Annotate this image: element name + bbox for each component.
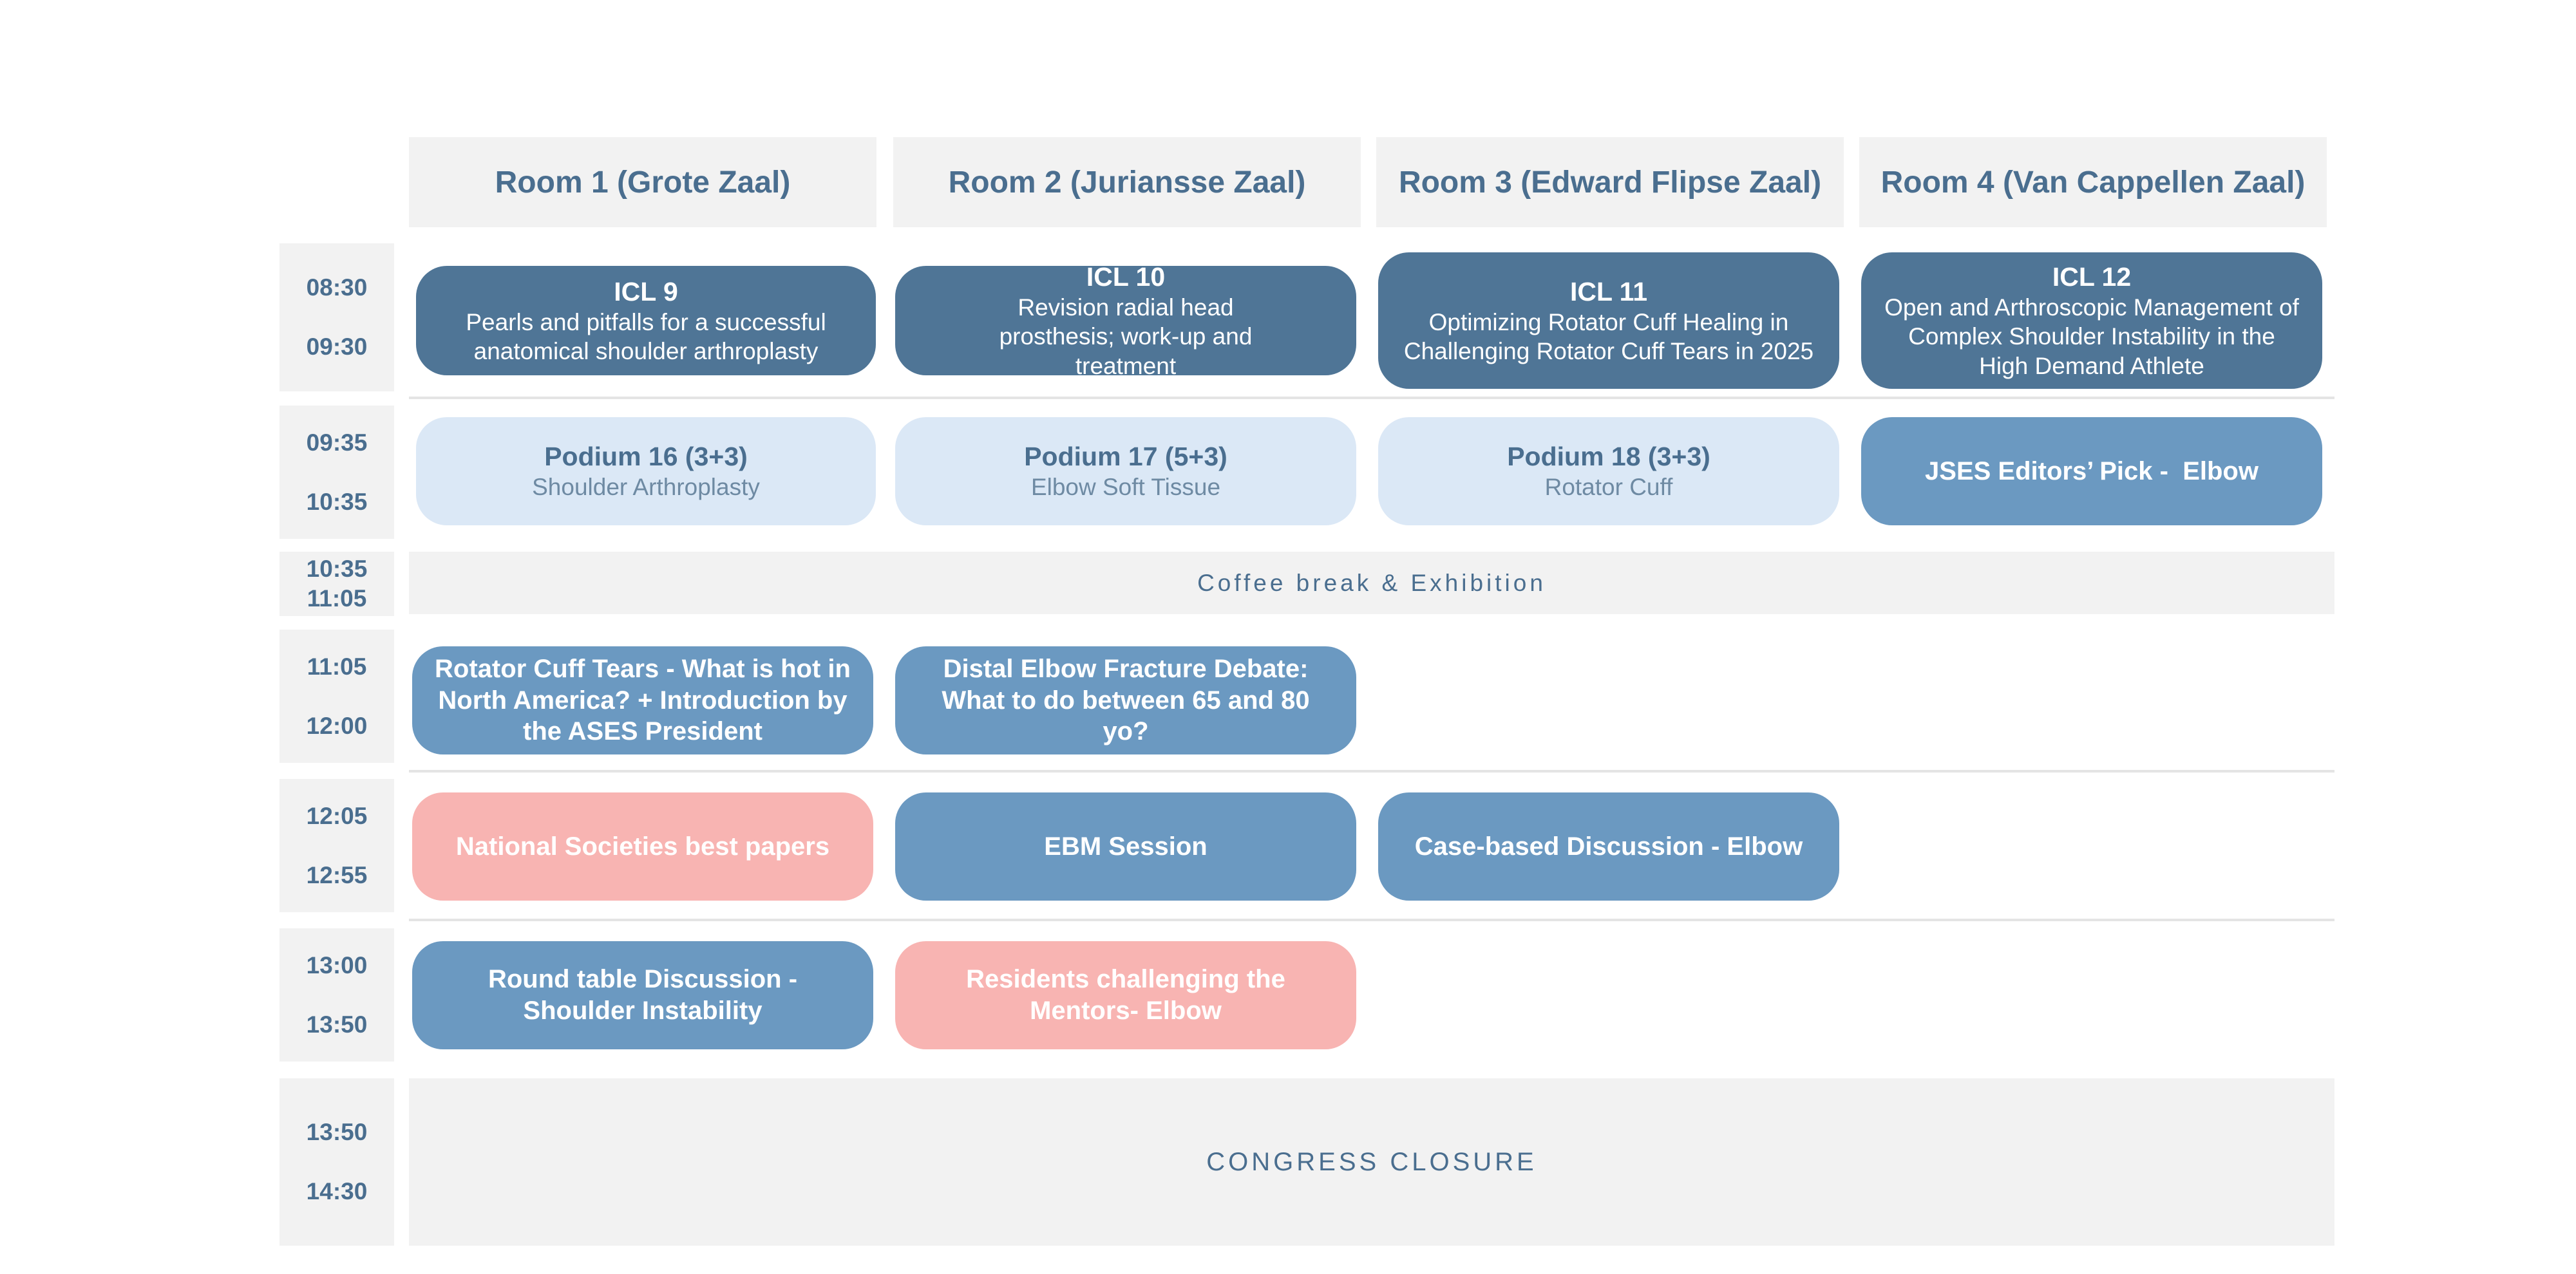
coffee-break-band: Coffee break & Exhibition: [409, 552, 2334, 614]
session-title: Podium 18 (3+3): [1507, 442, 1710, 472]
session-title: Round table Discussion - Shoulder Instab…: [488, 965, 798, 1025]
session-national-societies[interactable]: National Societies best papers: [412, 792, 873, 901]
time-slot-1350: 13:50 14:30: [279, 1078, 394, 1246]
session-title: ICL 10: [1086, 262, 1166, 292]
session-subtitle: Rotator Cuff: [1544, 474, 1673, 501]
session-subtitle: Pearls and pitfalls for a successful ana…: [466, 308, 826, 364]
time-start: 08:30: [306, 274, 368, 301]
time-end: 12:00: [306, 712, 368, 739]
session-subtitle: Revision radial head prosthesis; work-up…: [999, 294, 1253, 379]
time-end: 14:30: [306, 1178, 368, 1204]
session-title: EBM Session: [1044, 832, 1208, 861]
row-separator: [409, 770, 2334, 773]
time-slot-1035: 10:35 11:05: [279, 552, 394, 616]
session-icl-9[interactable]: ICL 9 Pearls and pitfalls for a successf…: [416, 266, 876, 375]
time-end: 10:35: [306, 488, 368, 515]
session-distal-elbow-fracture-debate[interactable]: Distal Elbow Fracture Debate: What to do…: [895, 646, 1356, 754]
time-slot-0830: 08:30 09:30: [279, 243, 394, 391]
session-jses-editors-pick[interactable]: JSES Editors’ Pick - Elbow: [1861, 417, 2322, 525]
time-end: 13:50: [306, 1011, 368, 1038]
session-title: JSES Editors’ Pick - Elbow: [1925, 456, 2259, 485]
row-separator: [409, 397, 2334, 399]
congress-closure-band: CONGRESS CLOSURE: [409, 1078, 2334, 1246]
time-slot-0935: 09:35 10:35: [279, 406, 394, 539]
session-subtitle: Elbow Soft Tissue: [1030, 474, 1221, 501]
room-header-2: Room 2 (Juriansse Zaal): [893, 137, 1361, 227]
room-header-1: Room 1 (Grote Zaal): [409, 137, 876, 227]
session-title: Podium 16 (3+3): [544, 442, 748, 472]
time-end: 09:30: [306, 333, 368, 360]
session-title: Rotator Cuff Tears - What is hot in Nort…: [435, 654, 851, 746]
session-case-based-discussion[interactable]: Case-based Discussion - Elbow: [1378, 792, 1839, 901]
session-subtitle: Open and Arthroscopic Management of Comp…: [1884, 294, 2299, 379]
session-podium-18[interactable]: Podium 18 (3+3) Rotator Cuff: [1378, 417, 1839, 525]
session-title: National Societies best papers: [455, 832, 830, 861]
session-subtitle: Shoulder Arthroplasty: [532, 474, 760, 501]
time-end: 12:55: [306, 861, 368, 888]
row-separator: [409, 919, 2334, 921]
session-ebm[interactable]: EBM Session: [895, 792, 1356, 901]
session-title: Podium 17 (5+3): [1024, 442, 1227, 472]
time-start: 12:05: [306, 802, 368, 829]
session-residents-challenging[interactable]: Residents challenging the Mentors- Elbow: [895, 941, 1356, 1049]
session-title: ICL 11: [1569, 276, 1648, 306]
session-icl-12[interactable]: ICL 12 Open and Arthroscopic Management …: [1861, 252, 2322, 389]
session-title: ICL 9: [614, 276, 678, 306]
session-title: Case-based Discussion - Elbow: [1414, 832, 1803, 861]
time-slot-1105: 11:05 12:00: [279, 630, 394, 763]
time-start: 10:35: [306, 556, 368, 582]
time-start: 13:00: [306, 951, 368, 979]
session-podium-17[interactable]: Podium 17 (5+3) Elbow Soft Tissue: [895, 417, 1356, 525]
time-start: 11:05: [307, 653, 367, 680]
session-title: ICL 12: [2052, 262, 2132, 292]
room-header-3: Room 3 (Edward Flipse Zaal): [1376, 137, 1844, 227]
room-header-4: Room 4 (Van Cappellen Zaal): [1859, 137, 2327, 227]
session-icl-10[interactable]: ICL 10 Revision radial head prosthesis; …: [895, 262, 1356, 379]
session-podium-16[interactable]: Podium 16 (3+3) Shoulder Arthroplasty: [416, 417, 876, 525]
session-rotator-cuff-tears[interactable]: Rotator Cuff Tears - What is hot in Nort…: [412, 646, 873, 754]
time-start: 09:35: [306, 429, 368, 456]
session-subtitle: Optimizing Rotator Cuff Healing in Chall…: [1403, 308, 1814, 364]
session-round-table[interactable]: Round table Discussion - Shoulder Instab…: [412, 941, 873, 1049]
time-start: 13:50: [306, 1119, 368, 1145]
session-title: Residents challenging the Mentors- Elbow: [966, 965, 1285, 1025]
time-slot-1300: 13:00 13:50: [279, 928, 394, 1062]
time-slot-1205: 12:05 12:55: [279, 779, 394, 912]
session-title: Distal Elbow Fracture Debate: What to do…: [942, 654, 1310, 746]
session-icl-11[interactable]: ICL 11 Optimizing Rotator Cuff Healing i…: [1378, 252, 1839, 389]
time-end: 11:05: [307, 585, 367, 612]
